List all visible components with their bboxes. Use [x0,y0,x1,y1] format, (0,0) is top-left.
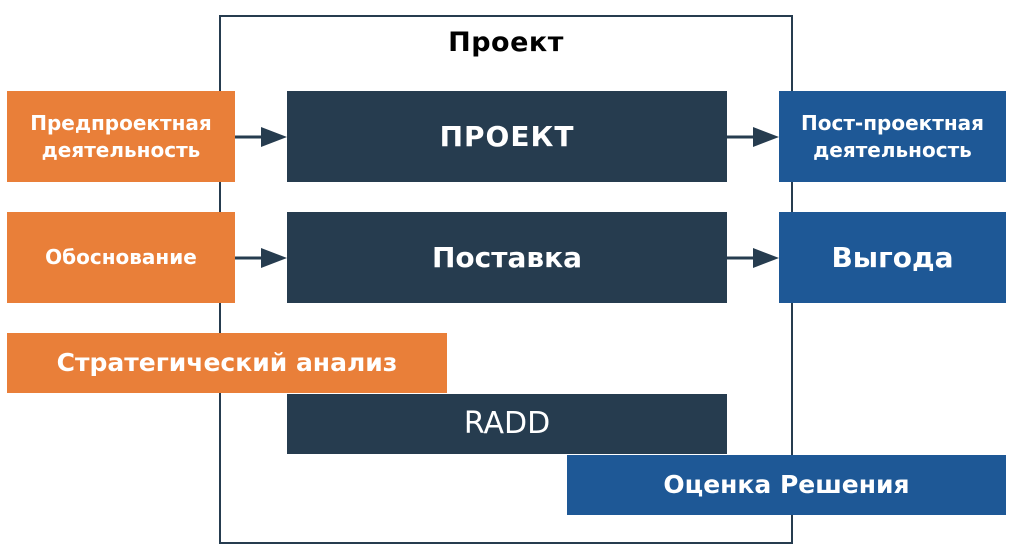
radd-box: RADD [287,394,727,454]
arrow-delivery-to-benefit [727,248,779,268]
strategic-analysis-box: Стратегический анализ [7,333,447,393]
arrow-project-to-post [727,127,779,147]
project-box: ПРОЕКТ [287,91,727,182]
arrow-pre-to-project [235,127,287,147]
post-project-box: Пост-проектная деятельность [779,91,1006,182]
justification-box: Обоснование [7,212,235,303]
frame-title: Проект [448,27,564,58]
delivery-box: Поставка [287,212,727,303]
benefit-box: Выгода [779,212,1006,303]
solution-evaluation-box: Оценка Решения [567,455,1006,515]
arrow-justification-to-delivery [235,248,287,268]
pre-project-box: Предпроектная деятельность [7,91,235,182]
